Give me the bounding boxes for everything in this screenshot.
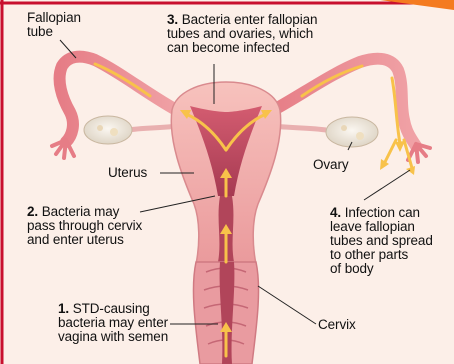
step-4-line: to other parts bbox=[330, 248, 433, 262]
uterus-label: Uterus bbox=[108, 166, 147, 180]
step-1-line: STD-causing bbox=[73, 301, 150, 316]
step-4-label: 4. Infection can leave fallopian tubes a… bbox=[330, 206, 433, 276]
step-2-line: and enter uterus bbox=[27, 233, 142, 247]
fallopian-tube-label-line: tube bbox=[27, 25, 81, 39]
step-number: 2. bbox=[27, 204, 38, 219]
step-4-line: tubes and spread bbox=[330, 234, 433, 248]
step-number: 1. bbox=[58, 301, 69, 316]
fallopian-tube-label: Fallopian tube bbox=[27, 11, 81, 39]
cervix-label: Cervix bbox=[318, 318, 356, 332]
step-3-line: Bacteria enter fallopian bbox=[182, 12, 318, 27]
right-ovary-follicle bbox=[341, 125, 347, 131]
step-4-line: Infection can bbox=[345, 205, 420, 220]
step-1-label: 1. STD-causing bacteria may enter vagina… bbox=[58, 302, 168, 344]
step-1-line: vagina with semen bbox=[58, 330, 168, 344]
step-3-line: tubes and ovaries, which bbox=[167, 27, 317, 41]
left-ovary-follicle bbox=[110, 128, 118, 136]
fallopian-tube-label-line: Fallopian bbox=[27, 11, 81, 25]
step-2-label: 2. Bacteria may pass through cervix and … bbox=[27, 205, 142, 247]
step-2-line: Bacteria may bbox=[42, 204, 120, 219]
right-ovary-follicle bbox=[356, 132, 364, 140]
ovary-label: Ovary bbox=[313, 158, 349, 172]
left-ovary bbox=[84, 116, 132, 144]
step-number: 4. bbox=[330, 205, 341, 220]
step-4-line: of body bbox=[330, 262, 433, 276]
step-2-line: pass through cervix bbox=[27, 219, 142, 233]
step-3-label: 3. Bacteria enter fallopian tubes and ov… bbox=[167, 13, 317, 55]
left-ovary-follicle bbox=[97, 125, 103, 131]
step-1-line: bacteria may enter bbox=[58, 316, 168, 330]
step-4-line: leave fallopian bbox=[330, 220, 433, 234]
step-3-line: can become infected bbox=[167, 41, 317, 55]
step-number: 3. bbox=[167, 12, 178, 27]
